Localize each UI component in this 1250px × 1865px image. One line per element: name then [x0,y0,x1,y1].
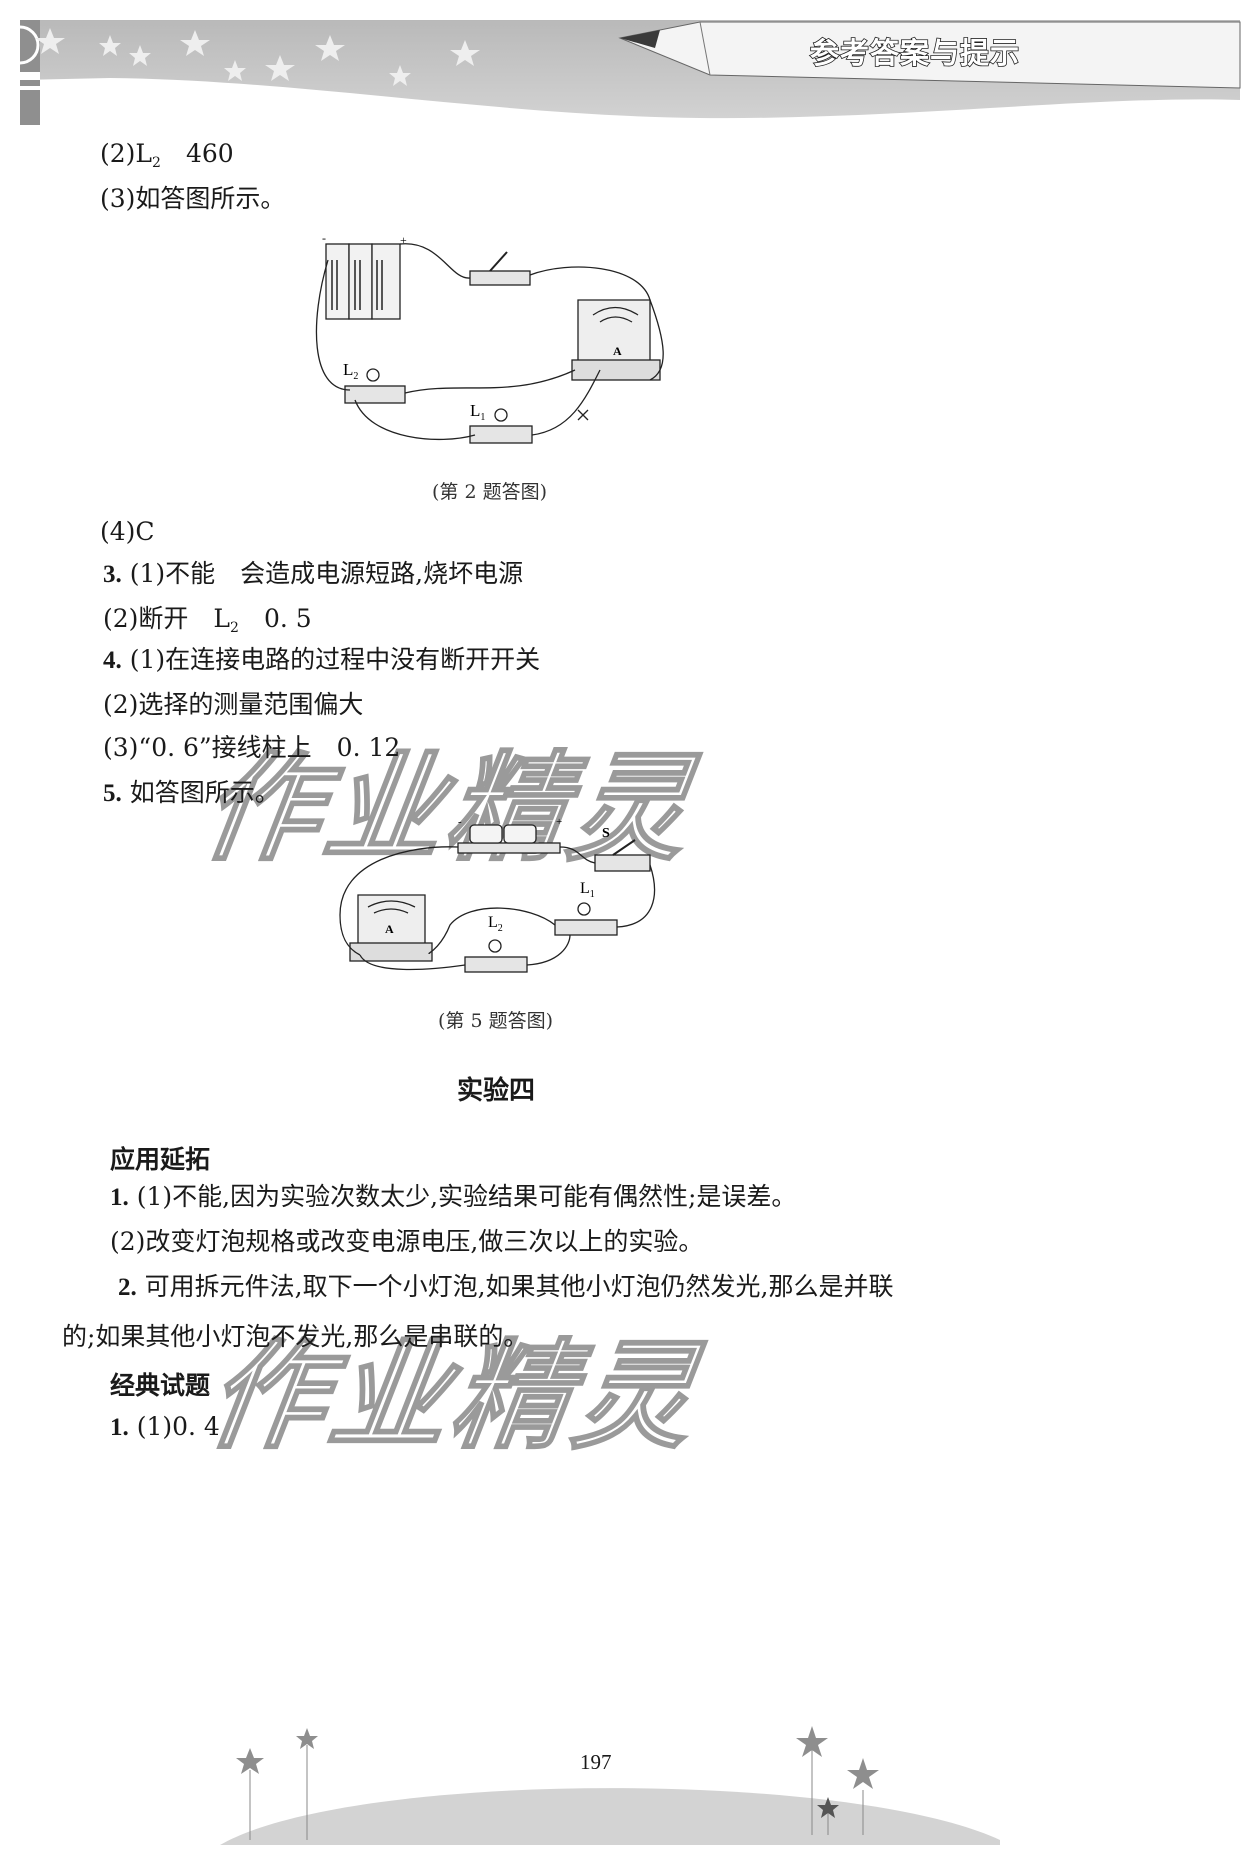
answer-line-q3-2: (2)断开 L2 0. 5 [103,602,312,645]
answer-value: 460 [185,139,234,168]
minus-sign: - [458,816,462,828]
answer-text: (1)0. 4 [136,1412,220,1441]
figure-caption-q5: (第 5 题答图) [438,1010,553,1032]
answer-line-classic-1-1: 1. (1)0. 4 [110,1410,220,1445]
lamp-label-l1: L1 [470,401,485,423]
plus-sign: + [556,816,562,828]
plus-sign: + [400,233,407,247]
answer-text: 可用拆元件法,取下一个小灯泡,如果其他小灯泡仍然发光,那么是并联 [144,1272,894,1301]
page-number: 197 [580,1750,612,1774]
question-number: 3. [103,561,122,588]
minus-sign: - [322,231,326,245]
answer-line-applied-2-2: 的;如果其他小灯泡不发光,那么是串联的。 [62,1322,529,1351]
answer-line-applied-1-1: 1. (1)不能,因为实验次数太少,实验结果可能有偶然性;是误差。 [110,1180,796,1215]
star-icon [236,1726,879,1818]
section-title: 实验四 [457,1076,536,1106]
answer-value: 0. 5 [263,604,312,633]
answer-line-q4-3: (3)“0. 6”接线柱上 0. 12 [103,733,401,762]
lamp-label-l2: L2 [488,914,503,934]
figure-caption-q2: (第 2 题答图) [432,481,547,503]
ammeter-label: A [613,344,622,358]
question-number: 5. [103,780,122,807]
footer-decoration [220,1726,1000,1845]
star-icon [35,28,480,86]
lamp-label-l2: L2 [343,360,358,382]
ammeter-label: A [385,922,394,936]
question-number: 1. [110,1414,129,1441]
subsection-heading-classic: 经典试题 [110,1371,211,1400]
circuit-diagram-q5: - + S A L1 L2 [339,816,656,973]
subscript: 2 [152,155,161,171]
answer-text: (2)断开 L [103,604,231,633]
answer-line-applied-2-1: 2. 可用拆元件法,取下一个小灯泡,如果其他小灯泡仍然发光,那么是并联 [110,1270,894,1305]
answer-line-q2-3: (3)如答图所示。 [100,184,286,213]
answer-line-q4-1: 4. (1)在连接电路的过程中没有断开开关 [103,643,540,678]
answer-line-q5: 5. 如答图所示。 [103,776,280,811]
answer-line-q3-1: 3. (1)不能 会造成电源短路,烧坏电源 [103,557,523,592]
header-banner [0,20,1241,125]
answer-text: (1)不能,因为实验次数太少,实验结果可能有偶然性;是误差。 [136,1182,797,1211]
circuit-diagram-q2: - + A L2 L1 [315,231,664,444]
lamp-label-l1: L1 [580,880,595,900]
answer-line-q4-2: (2)选择的测量范围偏大 [103,690,364,719]
answer-line-q2-2: (2)L2 460 [100,137,234,180]
subscript: 2 [230,620,239,636]
switch-label: S [602,826,610,841]
answer-line-applied-1-2: (2)改变灯泡规格或改变电源电压,做三次以上的实验。 [110,1227,704,1256]
answer-text: (2)L [100,139,153,168]
header-title: 参考答案与提示 [809,35,1021,71]
question-number: 4. [103,647,122,674]
question-number: 2. [117,1274,137,1301]
answer-text: (1)不能 会造成电源短路,烧坏电源 [129,559,524,588]
answer-text: 如答图所示。 [129,778,280,807]
subsection-heading-applied: 应用延拓 [110,1145,211,1174]
answer-text: (1)在连接电路的过程中没有断开开关 [129,645,541,674]
question-number: 1. [110,1184,129,1211]
answer-line-q2-4: (4)C [100,517,155,546]
